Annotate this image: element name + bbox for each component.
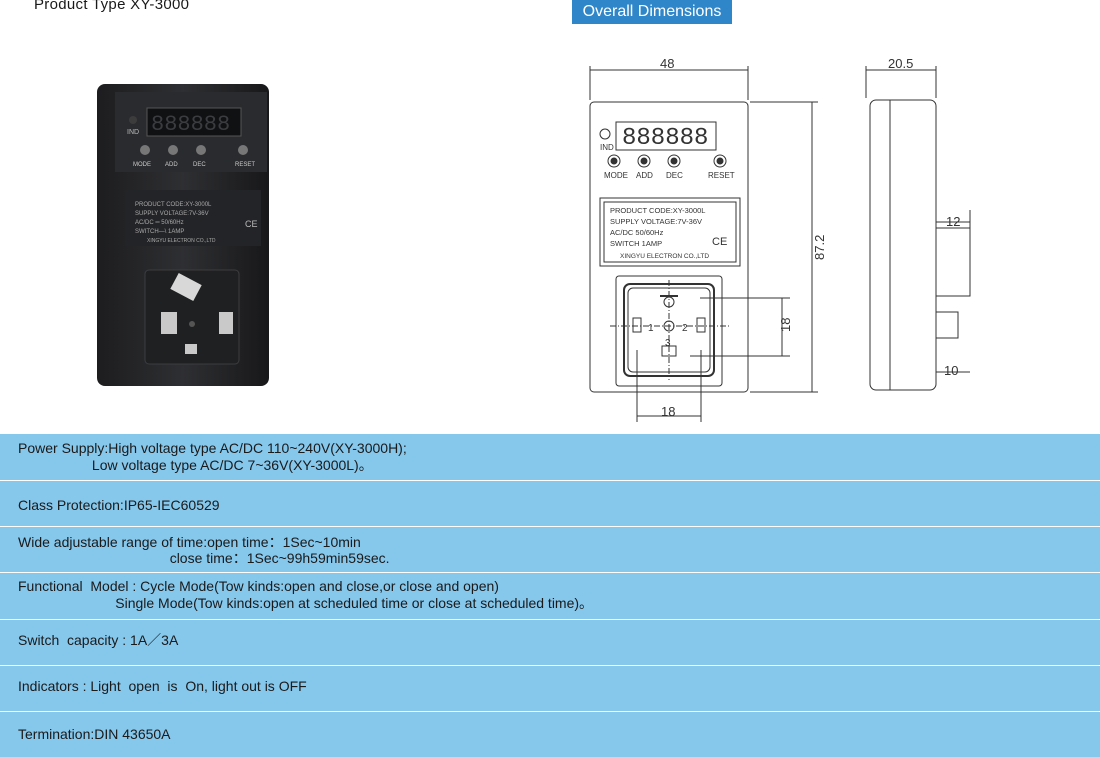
dim-socket-width: 18: [661, 404, 675, 419]
photo-pin-2: [219, 312, 233, 334]
drawing-add-label: ADD: [636, 171, 653, 180]
spec-row-time-range: Wide adjustable range of time:open time：…: [0, 527, 1100, 573]
product-photo: IND 888888 MODE ADD DEC RESET PRODUCT CO…: [97, 84, 269, 386]
side-outline: [869, 99, 937, 391]
spec-line: Functional Model : Cycle Mode(Tow kinds:…: [18, 578, 499, 594]
spec-line: Indicators : Light open is On, light out…: [18, 678, 307, 694]
front-outline: [589, 101, 749, 393]
photo-dec-label: DEC: [193, 162, 206, 168]
spec-line: Termination:DIN 43650A: [18, 726, 171, 742]
side-view-drawing: 20.5 12 10: [865, 56, 971, 391]
dim-depth: 20.5: [888, 56, 913, 71]
spec-row-power-supply: Power Supply:High voltage type AC/DC 110…: [0, 434, 1100, 481]
photo-product-label: [125, 190, 261, 246]
dim-socket-height: 18: [778, 318, 793, 332]
photo-label-line-4: SWITCH—\ 1AMP: [135, 229, 184, 235]
dim-plug-depth: 12: [946, 214, 960, 229]
spec-line: Switch capacity : 1A／3A: [18, 632, 179, 648]
spec-row-class-protection: Class Protection:IP65-IEC60529: [0, 481, 1100, 527]
photo-pin-1: [161, 312, 177, 334]
specifications-table: Power Supply:High voltage type AC/DC 110…: [0, 434, 1100, 757]
display-digits: 888888: [151, 112, 230, 137]
indicator-led-icon: [129, 116, 137, 124]
drawing-label-line-5: XINGYU ELECTRON CO.,LTD: [620, 253, 709, 260]
drawing-mode-label: MODE: [604, 171, 628, 180]
spec-row-termination: Termination:DIN 43650A: [0, 712, 1100, 757]
drawing-label-line-1: PRODUCT CODE:XY-3000L: [610, 206, 705, 215]
spec-row-functional-model: Functional Model : Cycle Mode(Tow kinds:…: [0, 573, 1100, 620]
photo-label-line-3: AC/DC ═ 50/60Hz: [135, 220, 184, 226]
dimension-drawing: 48 87.2 18 18 888888 IND MODE ADD DEC RE…: [589, 56, 827, 422]
dim-height: 87.2: [812, 235, 827, 260]
photo-ground-pin: [170, 272, 202, 302]
drawing-ce-mark: CE: [712, 236, 727, 248]
drawing-label-line-3: AC/DC 50/60Hz: [610, 228, 664, 237]
pin-2-label: 2: [682, 323, 688, 334]
photo-label-line-2: SUPPLY VOLTAGE:7V-36V: [135, 211, 209, 217]
photo-din-socket: [144, 269, 240, 365]
drawing-label-line-2: SUPPLY VOLTAGE:7V-36V: [610, 217, 702, 226]
photo-pin-3: [185, 344, 197, 354]
drawing-label-line-4: SWITCH 1AMP: [610, 239, 662, 248]
drawing-dec-label: DEC: [666, 171, 683, 180]
spec-line: Wide adjustable range of time:open time：…: [18, 534, 361, 550]
drawing-display-digits: 888888: [622, 125, 708, 152]
spec-line: Power Supply:High voltage type AC/DC 110…: [18, 440, 407, 456]
drawing-ind-label: IND: [600, 143, 614, 152]
photo-add-label: ADD: [165, 162, 178, 168]
pin-3-label: 3: [665, 338, 671, 349]
pin-1-label: 1: [648, 323, 654, 334]
spec-line: Class Protection:IP65-IEC60529: [18, 497, 220, 513]
ind-label: IND: [127, 129, 139, 136]
spec-row-switch-capacity: Switch capacity : 1A／3A: [0, 620, 1100, 666]
spec-line: Single Mode(Tow kinds:open at scheduled …: [18, 595, 594, 611]
photo-mode-label: MODE: [133, 162, 151, 168]
spec-row-indicators: Indicators : Light open is On, light out…: [0, 666, 1100, 712]
dim-plug-bottom: 10: [944, 363, 958, 378]
spec-line: close time：1Sec~99h59min59sec.: [18, 550, 390, 566]
photo-reset-label: RESET: [235, 162, 255, 168]
product-title: Product Type XY-3000: [34, 0, 190, 13]
digital-display: [146, 107, 242, 137]
photo-label-line-1: PRODUCT CODE:XY-3000L: [135, 202, 212, 208]
spec-line: Low voltage type AC/DC 7~36V(XY-3000L)。: [18, 457, 373, 473]
overall-dimensions-badge: Overall Dimensions: [572, 0, 732, 24]
dim-width: 48: [660, 56, 674, 71]
drawing-reset-label: RESET: [708, 171, 735, 180]
photo-label-line-5: XINGYU ELECTRON CO.,LTD: [147, 238, 216, 244]
photo-ce-mark: CE: [245, 219, 258, 229]
